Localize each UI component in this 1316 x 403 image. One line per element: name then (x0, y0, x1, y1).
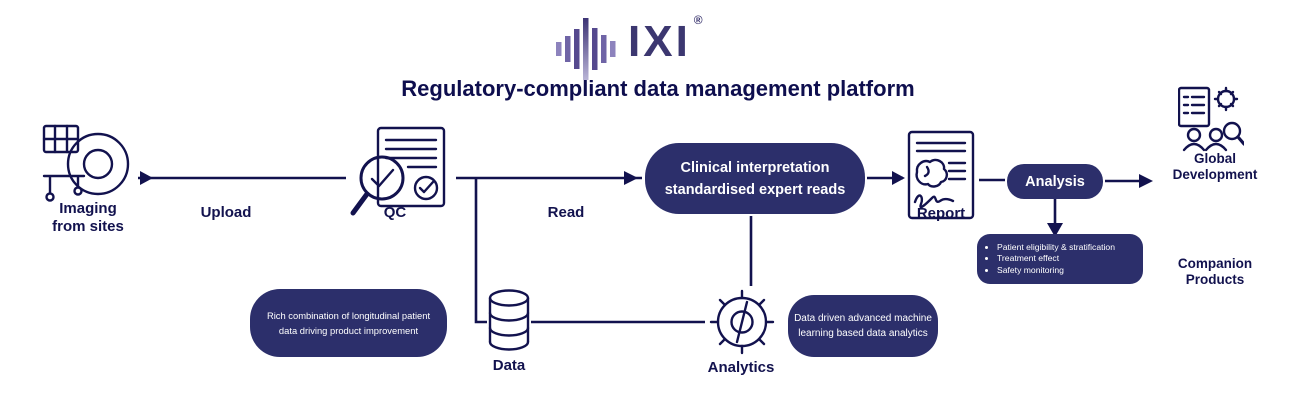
waveform-bars-icon (556, 18, 616, 80)
clinical-interpretation-box: Clinical interpretation standardised exp… (645, 143, 865, 214)
analysis-bullet-list: Patient eligibility & stratificationTrea… (977, 242, 1143, 277)
ai-gear-icon (709, 289, 775, 355)
analysis-button: Analysis (1007, 164, 1103, 199)
database-icon (488, 289, 530, 351)
logo-text: IXI (628, 17, 691, 66)
read-label: Read (547, 204, 585, 221)
registered-mark: ® (693, 13, 703, 28)
brain-report-icon (907, 130, 975, 220)
ml-box-line1: Data driven advanced machine (794, 313, 932, 324)
clinical-box-line2: standardised expert reads (664, 181, 846, 198)
analytics-label: Analytics (707, 359, 775, 376)
clinical-box-line1: Clinical interpretation (680, 159, 830, 176)
companion-label-line2: Products (1185, 272, 1245, 287)
page-title: Regulatory-compliant data management pla… (401, 76, 915, 101)
report-label: Report (916, 205, 966, 222)
bullet-item: Treatment effect (997, 253, 1139, 265)
source-label-line1: Imaging (59, 200, 117, 217)
mri-scanner-icon (42, 124, 130, 202)
clinical-team-icon (1178, 86, 1244, 152)
rich-box-line2: data driving product improvement (278, 325, 419, 336)
destination-label: Global Development (1160, 151, 1270, 183)
ml-analytics-box: Data driven advanced machine learning ba… (788, 295, 938, 357)
document-qc-magnifier-icon (350, 126, 446, 216)
companion-label-line1: Companion (1177, 256, 1253, 271)
companion-products-label: Companion Products (1160, 256, 1270, 288)
upload-label: Upload (200, 204, 252, 221)
data-label: Data (492, 357, 526, 374)
bullet-item: Patient eligibility & stratification (997, 242, 1139, 254)
rich-data-box: Rich combination of longitudinal patient… (250, 289, 447, 357)
logo-wordmark: IXI® (628, 13, 703, 67)
rich-box-line1: Rich combination of longitudinal patient (266, 310, 431, 321)
bullet-item: Safety monitoring (997, 265, 1139, 277)
destination-label-line2: Development (1172, 167, 1258, 182)
source-label-line2: from sites (52, 218, 124, 235)
analysis-details-box: Patient eligibility & stratificationTrea… (977, 234, 1143, 284)
destination-label-line1: Global (1193, 151, 1236, 166)
ml-box-line2: learning based data analytics (798, 328, 928, 339)
qc-label: QC (383, 204, 407, 221)
source-label: Imaging from sites (30, 200, 146, 236)
